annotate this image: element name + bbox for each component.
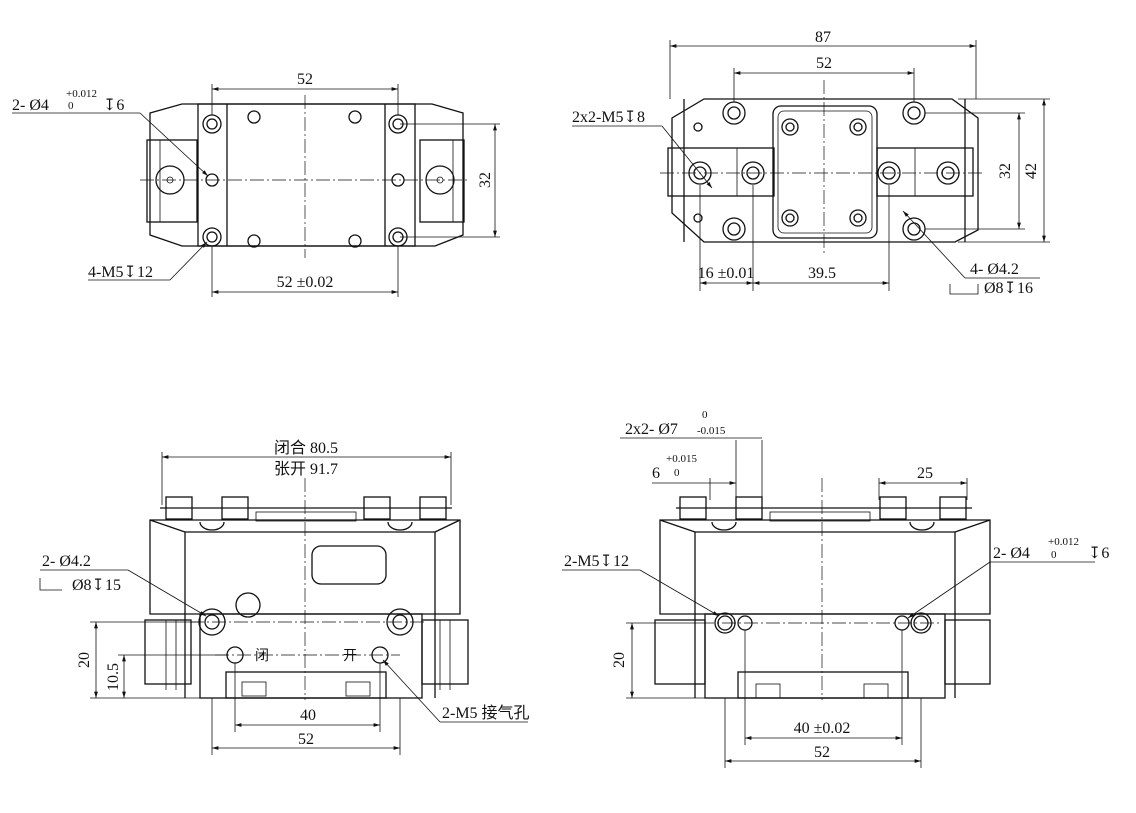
left-jaw-1	[146, 139, 198, 223]
dim-outer-52-4: 52	[814, 744, 830, 761]
lower-body-3	[199, 613, 423, 699]
view-bottom-left: 闭 开 闭合 80.5 张开 91.7 20 10.5 40 52 2- Ø4.…	[39, 439, 530, 755]
view-top-left: 52 52 ±0.02 32 2- Ø4 +0.012 0 ↧6 4-M5↧12	[12, 71, 500, 297]
body-outline-1	[149, 103, 464, 247]
left-jaw-4	[654, 619, 706, 685]
label-open: 开	[343, 648, 357, 664]
small-tol-upper: +0.015	[666, 453, 697, 465]
lower-body-4	[704, 613, 946, 699]
dim-height-10-5: 10.5	[105, 663, 122, 691]
dim-overall-87: 87	[815, 29, 831, 46]
dim-top-52: 52	[297, 71, 313, 88]
center-block-1	[197, 103, 416, 247]
bore-tol-lower: -0.015	[697, 425, 726, 437]
left-jaw-2	[667, 147, 775, 197]
right-jaw-1	[419, 139, 465, 223]
pin-tol-lower-1: 0	[68, 100, 74, 112]
dim-16-tol: 16 ±0.01	[698, 265, 755, 282]
label-hole-3: 2- Ø4.2	[42, 553, 91, 570]
label-pin-1: 2- Ø4	[12, 97, 49, 114]
right-jaw-3	[421, 619, 469, 685]
dim-right-32-2: 32	[997, 163, 1014, 179]
right-jaw-2	[876, 147, 974, 197]
label-closed-width: 闭合 80.5	[274, 439, 338, 457]
dim-right-32: 32	[477, 172, 494, 188]
pin-tol-lower-4: 0	[1051, 549, 1057, 561]
dim-outer-52-3: 52	[298, 731, 314, 748]
dim-inner-52: 52	[816, 55, 832, 72]
label-close: 闭	[255, 648, 269, 664]
label-thread-4: 2-M5↧12	[564, 553, 629, 570]
label-cbore-3: Ø8↧15	[72, 577, 121, 594]
label-thread-2: 2x2-M5↧8	[572, 109, 645, 126]
label-thread-1: 4-M5↧12	[88, 264, 153, 281]
bore-tol-upper: 0	[702, 409, 708, 421]
label-pin-4: 2- Ø4	[993, 545, 1030, 562]
body-front-4	[659, 519, 991, 615]
dim-39-5: 39.5	[808, 265, 836, 282]
view-bottom-right: 2x2- Ø7 0 -0.015 6 +0.015 0 25 20 40 ±0.…	[562, 409, 1109, 768]
dim-right-42: 42	[1023, 163, 1040, 179]
dim-bottom-52-tol: 52 ±0.02	[277, 274, 334, 291]
pin-tol-upper-4: +0.012	[1048, 536, 1079, 548]
label-hole-2: 4- Ø4.2	[970, 261, 1019, 278]
slot-3	[311, 545, 387, 585]
pin-depth-4: ↧6	[1088, 545, 1109, 562]
dim-height-20-4: 20	[611, 652, 628, 668]
dim-6: 6	[652, 465, 660, 482]
dim-height-20-3: 20	[76, 652, 93, 668]
label-open-width: 张开 91.7	[274, 460, 338, 478]
body-outline-2	[671, 98, 979, 243]
view-top-right: 87 52 32 42 16 ±0.01 39.5 2x2-M5↧8 4- Ø4…	[572, 29, 1050, 297]
left-jaw-3	[144, 619, 192, 685]
dim-right-25: 25	[917, 465, 933, 482]
label-bore-4: 2x2- Ø7	[625, 421, 678, 438]
pin-tol-upper-1: +0.012	[66, 88, 97, 100]
pin-depth-1: ↧6	[103, 97, 124, 114]
small-tol-lower: 0	[674, 467, 680, 479]
label-cbore-2: Ø8↧16	[984, 280, 1033, 297]
dim-inner-40-tol: 40 ±0.02	[794, 720, 851, 737]
right-jaw-4	[944, 619, 991, 685]
dim-inner-40: 40	[300, 707, 316, 724]
label-air-port: 2-M5 接气孔	[442, 704, 530, 722]
